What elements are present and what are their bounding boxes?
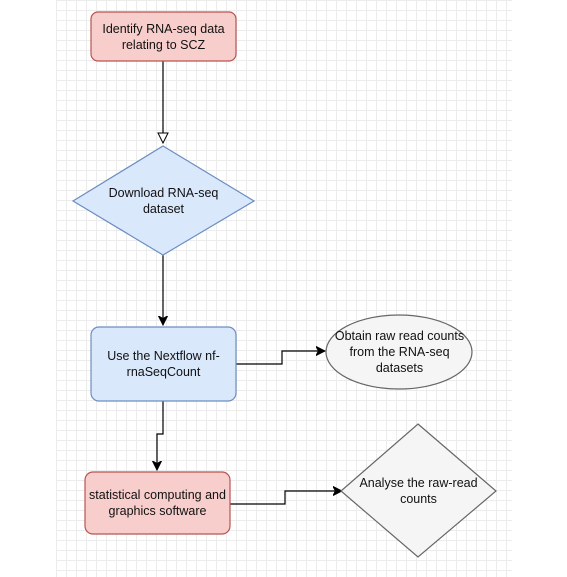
edge-stats-to-analyse — [230, 491, 342, 505]
node-nextflow-box[interactable] — [90, 326, 237, 402]
node-stats-box[interactable] — [84, 471, 231, 535]
node-obtain-ellipse[interactable] — [325, 314, 473, 390]
node-identify-box[interactable] — [90, 11, 237, 62]
node-analyse-diamond[interactable] — [340, 423, 497, 558]
edge-nextflow-to-stats — [157, 401, 164, 470]
edge-nextflow-to-obtain — [236, 351, 325, 365]
node-download-diamond[interactable] — [71, 145, 256, 256]
